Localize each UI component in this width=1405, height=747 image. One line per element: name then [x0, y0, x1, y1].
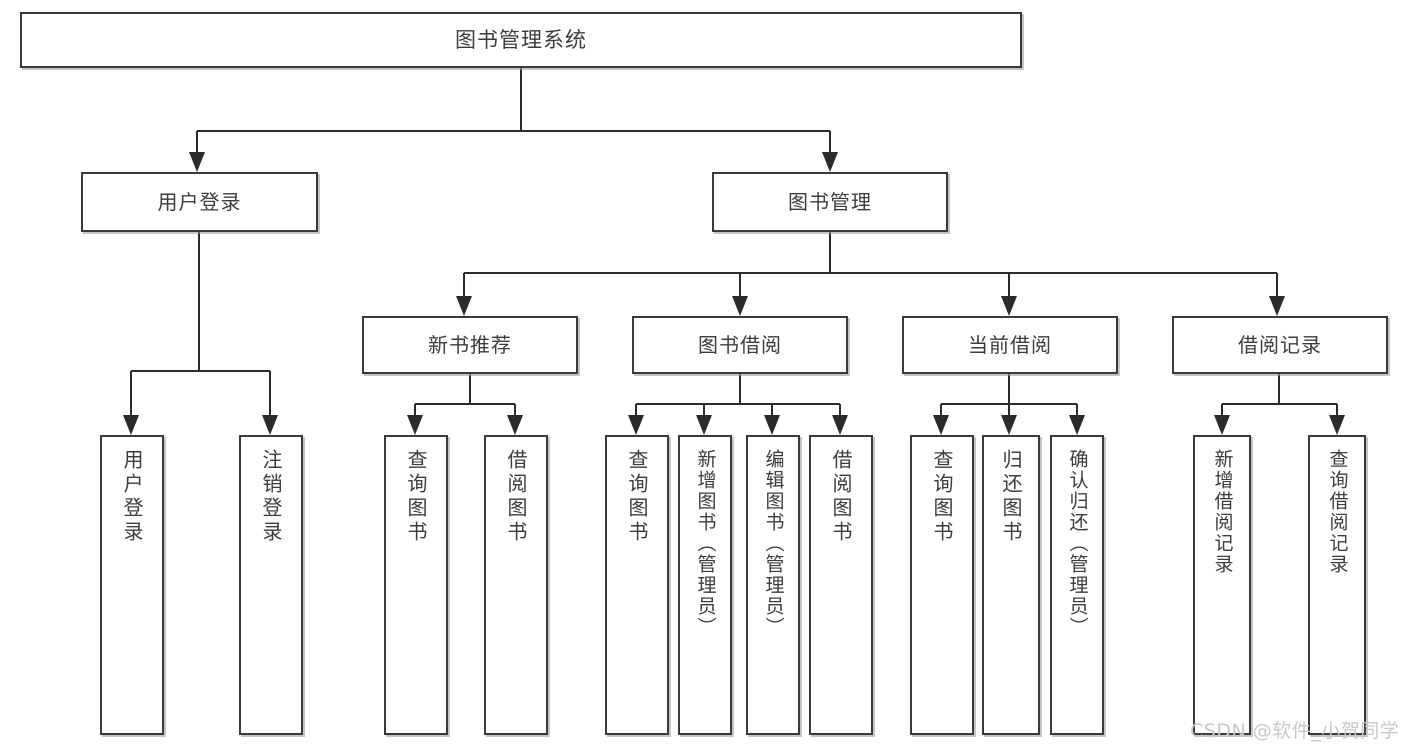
node-label: 查询图书: [930, 449, 954, 545]
node-root-book-management-system[interactable]: 图书管理系统: [20, 12, 1022, 68]
leaf-add-book-admin[interactable]: 新增图书（管理员）: [678, 435, 732, 735]
leaf-logout[interactable]: 注销登录: [239, 435, 303, 735]
node-label: 借阅记录: [1238, 332, 1322, 357]
leaf-edit-book-admin[interactable]: 编辑图书（管理员）: [746, 435, 800, 735]
node-label: 注销登录: [259, 449, 283, 545]
node-label: 确认归还（管理员）: [1066, 449, 1089, 638]
watermark-text: CSDN @软件_小贺同学: [1190, 720, 1400, 742]
node-label: 查询借阅记录: [1326, 449, 1349, 575]
leaf-borrow-book[interactable]: 借阅图书: [809, 435, 873, 735]
leaf-borrow-book-recommend[interactable]: 借阅图书: [484, 435, 548, 735]
leaf-confirm-return-admin[interactable]: 确认归还（管理员）: [1050, 435, 1104, 735]
leaf-query-book-borrow[interactable]: 查询图书: [605, 435, 669, 735]
leaf-query-borrow-record[interactable]: 查询借阅记录: [1308, 435, 1366, 735]
node-label: 用户登录: [120, 449, 144, 545]
leaf-query-book-recommend[interactable]: 查询图书: [384, 435, 448, 735]
node-book-borrow[interactable]: 图书借阅: [632, 316, 848, 374]
node-label: 编辑图书（管理员）: [762, 449, 785, 638]
node-label: 查询图书: [404, 449, 428, 545]
node-label: 借阅图书: [504, 449, 528, 545]
node-book-management[interactable]: 图书管理: [712, 172, 948, 232]
node-label: 用户登录: [157, 189, 242, 214]
node-label: 归还图书: [999, 449, 1023, 545]
node-label: 图书借阅: [698, 332, 782, 357]
node-label: 图书管理: [788, 189, 872, 214]
node-user-login[interactable]: 用户登录: [81, 172, 318, 232]
node-label: 新增图书（管理员）: [694, 449, 717, 638]
node-borrow-record[interactable]: 借阅记录: [1172, 316, 1388, 374]
node-label: 新增借阅记录: [1211, 449, 1234, 575]
node-label: 图书管理系统: [455, 27, 587, 52]
node-current-borrow[interactable]: 当前借阅: [902, 316, 1118, 374]
leaf-add-borrow-record[interactable]: 新增借阅记录: [1193, 435, 1251, 735]
node-label: 新书推荐: [428, 332, 512, 357]
leaf-user-login[interactable]: 用户登录: [100, 435, 164, 735]
leaf-query-book-current[interactable]: 查询图书: [910, 435, 974, 735]
node-label: 当前借阅: [968, 332, 1052, 357]
node-new-book-recommend[interactable]: 新书推荐: [362, 316, 578, 374]
node-label: 查询图书: [625, 449, 649, 545]
leaf-return-book[interactable]: 归还图书: [982, 435, 1040, 735]
node-label: 借阅图书: [829, 449, 853, 545]
